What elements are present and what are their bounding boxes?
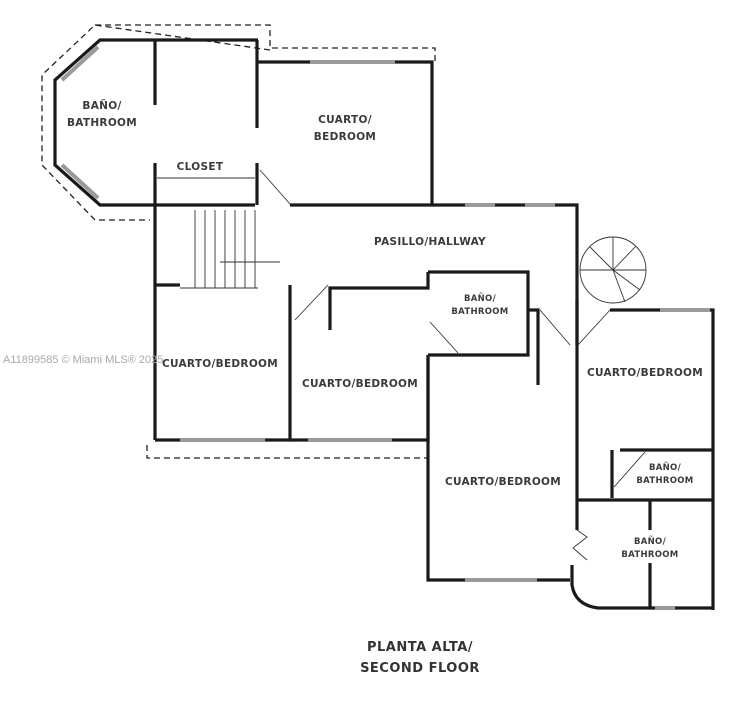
room-label-bath-se: Baño/ Bathroom bbox=[610, 536, 690, 562]
room-label-closet: Closet bbox=[176, 161, 224, 173]
floor-title-es: Planta Alta/ bbox=[366, 640, 474, 655]
walls bbox=[53, 38, 715, 610]
room-label-bed-e: Cuarto/Bedroom bbox=[586, 367, 704, 379]
room-name-es: Baño/ bbox=[82, 100, 122, 112]
staircase bbox=[180, 210, 280, 289]
room-label-bed-center: Cuarto/Bedroom bbox=[301, 378, 419, 390]
floor-title: Planta Alta/ Second Floor bbox=[340, 637, 500, 679]
room-label-hallway: Pasillo/Hallway bbox=[374, 236, 486, 248]
room-label-bed-w: Cuarto/Bedroom bbox=[161, 358, 279, 370]
room-label-bath-center: Baño/ Bathroom bbox=[440, 293, 520, 319]
spiral-staircase bbox=[579, 236, 647, 304]
room-name-en: Bedroom bbox=[313, 131, 377, 143]
room-name-en: Bathroom bbox=[451, 307, 509, 317]
room-label-bed-n: Cuarto/ Bedroom bbox=[300, 112, 390, 146]
room-label-bath-nw: Baño/ Bathroom bbox=[62, 98, 142, 132]
room-name-en: Bathroom bbox=[66, 117, 138, 129]
room-label-bath-e: Baño/ Bathroom bbox=[625, 462, 705, 488]
room-label-bed-s: Cuarto/Bedroom bbox=[444, 476, 562, 488]
room-name-es: Baño/ bbox=[633, 537, 666, 547]
room-name-en: Bathroom bbox=[636, 476, 694, 486]
watermark: A11899585 © Miami MLS® 2025 bbox=[3, 354, 164, 366]
room-name-es: Baño/ bbox=[648, 463, 681, 473]
room-name-es: Cuarto/ bbox=[318, 114, 372, 126]
roof-outline bbox=[41, 24, 436, 459]
room-name-es: Baño/ bbox=[463, 294, 496, 304]
room-name-en: Bathroom bbox=[621, 550, 679, 560]
floor-title-en: Second Floor bbox=[360, 661, 480, 676]
